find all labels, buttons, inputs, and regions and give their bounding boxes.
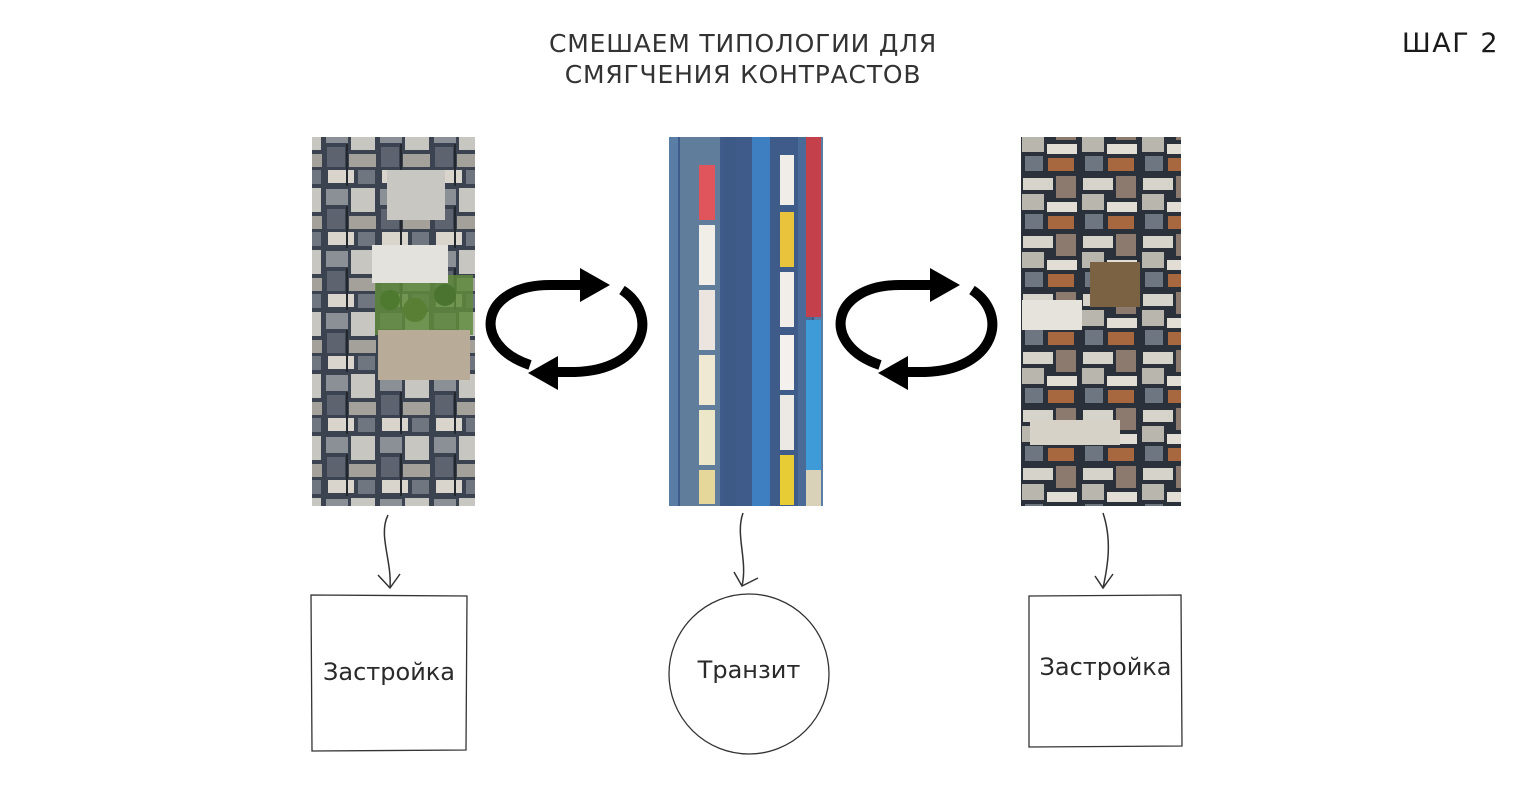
- node-right-square: [1028, 594, 1183, 748]
- cycle-arrows-icon: [835, 268, 998, 390]
- node-left-square: [310, 594, 468, 752]
- center-railway-image: [669, 137, 823, 506]
- right-city-image: [1021, 137, 1181, 506]
- title-line-1: СМЕШАЕМ ТИПОЛОГИИ ДЛЯ: [549, 29, 937, 58]
- left-city-image: [312, 137, 475, 506]
- diagram-title: СМЕШАЕМ ТИПОЛОГИИ ДЛЯ СМЯГЧЕНИЯ КОНТРАСТ…: [500, 28, 986, 90]
- title-line-2: СМЯГЧЕНИЯ КОНТРАСТОВ: [564, 60, 922, 89]
- node-center-label: Транзит: [697, 656, 801, 684]
- arrow-down-center: [733, 512, 759, 587]
- node-left-label: Застройка: [323, 658, 455, 686]
- node-right-label: Застройка: [1039, 653, 1172, 681]
- node-center-circle: [668, 593, 830, 755]
- cycle-arrows-icon: [485, 268, 648, 390]
- step-label: ШАГ 2: [1401, 28, 1499, 59]
- arrow-down-right: [1094, 512, 1114, 590]
- arrow-down-left: [377, 514, 401, 590]
